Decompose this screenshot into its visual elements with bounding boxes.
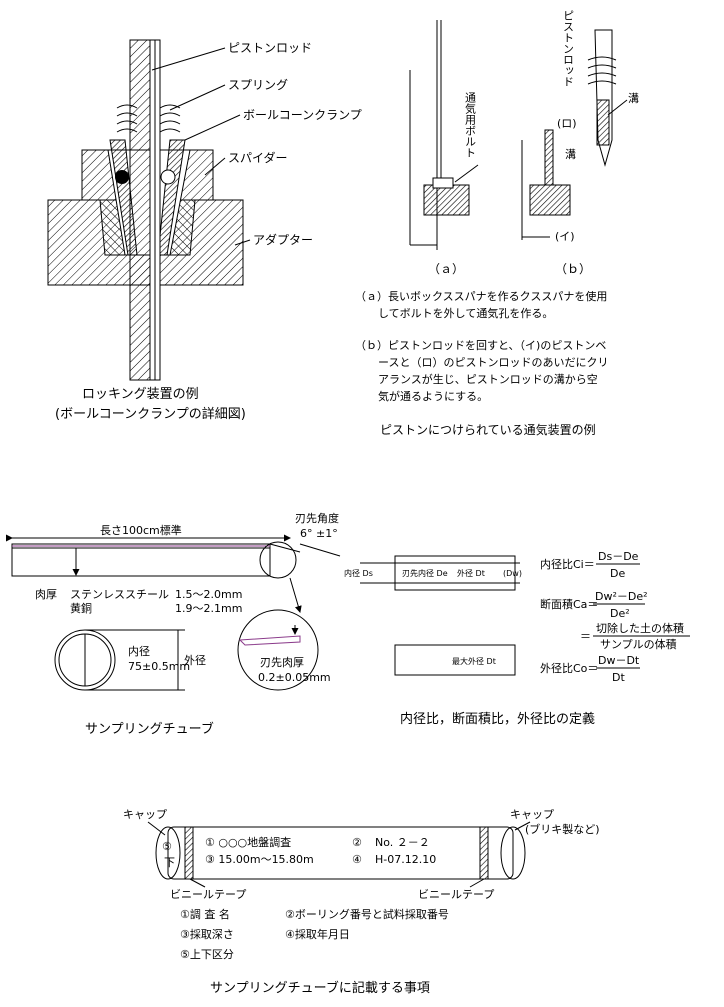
label-outer-dt: 外径 Dt (457, 568, 485, 578)
label-cap-left: キャップ (123, 808, 167, 821)
label-edge-angle: 刃先角度 (295, 511, 339, 525)
label-spring: スプリング (228, 78, 288, 92)
spring-coils (116, 104, 181, 133)
formula-ci-num: Ds－De (598, 550, 639, 563)
label-tape-left: ビニールテープ (170, 888, 246, 901)
ratio-definition-figure: 内径 Ds 刃先内径 De 外径 Dt (Dw) 最大外径 Dt 内径比Ci＝ … (344, 550, 690, 727)
label-edge-angle-value: 6° ±1° (300, 527, 338, 540)
formula-ci-label: 内径比Ci＝ (540, 557, 595, 571)
tag-number: ⑤ (162, 840, 172, 853)
labeled-tube-body (167, 826, 514, 880)
formula-cut-num: 切除した土の体積 (596, 621, 684, 635)
formula-ca-label: 断面積Ca＝ (540, 597, 598, 611)
label-cap-right: キャップ (510, 808, 554, 821)
formula-co-label: 外径比Co＝ (540, 662, 598, 675)
label-ball-cone-clamp: ボールコーンクランプ (243, 108, 362, 122)
label-groove-b: 溝 (628, 92, 639, 105)
caption-ratio-definitions: 内径比，断面積比，外径比の定義 (400, 711, 595, 727)
note-b-line2: ースと（ロ）のピストンロッドのあいだにクリ (378, 356, 608, 369)
vent-device-figure: 通気用ボルト （ａ） (ロ) 溝 (イ) （ｂ） ピストンロッド 溝 （ａ）長い… (355, 10, 639, 437)
label-brass-value: 1.9〜2.1mm (175, 602, 242, 615)
label-vent-bolt: 通気用ボルト (464, 92, 477, 158)
formula-cut-den: サンプルの体積 (600, 637, 677, 651)
locking-device-figure: ピストンロッド スプリング ボールコーンクランプ スパイダー アダプター ロッキ… (47, 39, 362, 422)
label-tape-right: ビニールテープ (418, 888, 494, 901)
note-b-line1: （ｂ）ピストンロッドを回すと、（イ)のピストンベ (355, 339, 606, 352)
label-length: 長さ100cm標準 (100, 523, 182, 537)
label-piston-rod-b: ピストンロッド (562, 10, 575, 87)
label-spider: スパイダー (228, 150, 288, 165)
caption-tube-labeling: サンプリングチューブに記載する事項 (210, 980, 430, 996)
formula-ci-den: De (610, 567, 625, 580)
caption-vent-device: ピストンにつけられている通気装置の例 (380, 422, 596, 437)
note-a-line1: （ａ）長いボックススパナを作るクススパナを使用 (355, 290, 607, 303)
tube-mark-2: ② (352, 836, 362, 849)
label-piston-rod: ピストンロッド (228, 41, 312, 55)
label-edge-wall-value: 0.2±0.05mm (258, 671, 331, 684)
label-inner-ds: 内径 Ds (344, 568, 373, 578)
label-outer-dia: 外径 (184, 654, 206, 667)
formula-co-den: Dt (612, 671, 625, 684)
label-a: （ａ） (428, 262, 464, 276)
legend-4: ④採取年月日 (285, 927, 350, 941)
caption-ball-cone-detail: (ボールコーンクランプの詳細図) (55, 406, 246, 422)
label-max-outer: 最大外径 Dt (452, 656, 496, 666)
label-stainless-value: 1.5〜2.0mm (175, 588, 242, 601)
clamp-ball-left (115, 170, 129, 184)
legend-2: ②ボーリング番号と試料採取番号 (285, 907, 449, 921)
caption-sampling-tube: サンプリングチューブ (85, 721, 214, 737)
formula-eq: ＝ (580, 630, 591, 643)
piston-rod-shaft (129, 39, 151, 381)
edge-detail-zoom (237, 609, 319, 691)
caption-locking-device: ロッキング装置の例 (82, 387, 199, 402)
legend-5: ⑤上下区分 (180, 948, 234, 961)
label-wall: 肉厚 (35, 588, 57, 601)
sampling-tube-figure: 長さ100cm標準 刃先角度 6° ±1° 肉厚 ステンレススチール 1.5〜2… (6, 511, 341, 737)
tube-item-1: ① ○○○地盤調査 (205, 835, 291, 849)
label-groove-a: 溝 (565, 148, 576, 161)
label-cap-right-note: (ブリキ製など) (525, 822, 600, 836)
tag-direction: 下 (164, 856, 175, 869)
formula-ca-num: Dw²－De² (595, 590, 648, 603)
note-b-line4: 気が通るようにする。 (378, 389, 488, 403)
tube-item-4: H-07.12.10 (375, 853, 436, 866)
legend-3: ③採取深さ (180, 927, 234, 941)
label-edge-inner-de: 刃先内径 De (402, 568, 448, 578)
label-brass: 黄銅 (70, 601, 92, 615)
label-inner-dia: 内径 (128, 644, 150, 658)
label-dw: (Dw) (503, 569, 522, 578)
tube-mark-4: ④ (352, 853, 362, 866)
edge-detail-circle (259, 541, 297, 579)
clamp-ball-right (160, 169, 176, 185)
note-b-line3: アランスが生じ、ピストンロッドの溝から空 (378, 372, 598, 386)
formula-ca-den: De² (610, 607, 630, 620)
tube-item-2: No. ２－２ (375, 836, 430, 849)
tube-label-figure: ⑤ 下 ① ○○○地盤調査 ② No. ２－２ ③ 15.00m〜15.80m … (123, 808, 600, 996)
label-adapter: アダプター (253, 232, 313, 247)
legend-1: ①調 査 名 (180, 907, 230, 921)
formula-co-num: Dw－Dt (598, 654, 640, 667)
label-inner-dia-value: 75±0.5mm (128, 660, 190, 673)
note-a-line2: してボルトを外して通気孔を作る。 (378, 306, 553, 320)
label-b: （ｂ） (555, 262, 591, 276)
tube-item-3: ③ 15.00m〜15.80m (205, 853, 314, 866)
label-stainless: ステンレススチール (70, 588, 169, 601)
label-edge-wall: 刃先肉厚 (260, 656, 304, 669)
label-i: (イ) (555, 230, 575, 243)
label-ro: (ロ) (557, 117, 577, 130)
